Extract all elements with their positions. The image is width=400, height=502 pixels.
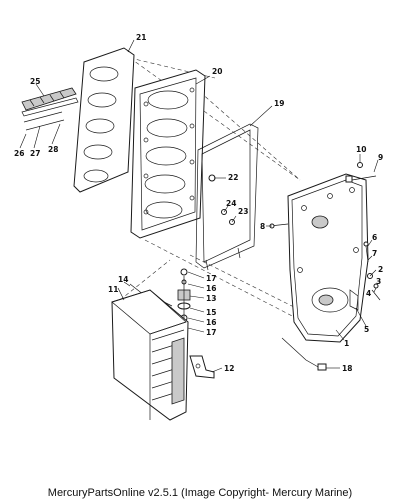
callout-24: 24	[226, 199, 236, 208]
callout-19: 19	[274, 99, 284, 108]
callout-23: 23	[238, 207, 248, 216]
part-11-control-module	[111, 289, 189, 421]
callout-28: 28	[48, 145, 58, 154]
callout-10: 10	[356, 145, 366, 154]
callout-4: 4	[366, 289, 371, 298]
part-9-10-bolt	[345, 162, 377, 183]
callout-20: 20	[212, 67, 222, 76]
callout-7: 7	[372, 249, 377, 258]
callout-13: 13	[206, 294, 216, 303]
callout-16-top: 16	[206, 284, 216, 293]
callout-11: 11	[108, 285, 118, 294]
callout-27: 27	[30, 149, 40, 158]
part-12-bracket	[189, 355, 215, 379]
part-21-gasket-plate	[73, 47, 135, 193]
callout-16-bottom: 16	[206, 318, 216, 327]
callout-22: 22	[228, 173, 238, 182]
callout-25: 25	[30, 77, 40, 86]
callout-17-second: 17	[206, 328, 216, 337]
part-19-gasket	[195, 123, 259, 271]
image-caption: MercuryPartsOnline v2.5.1 (Image Copyrig…	[47, 487, 353, 499]
callout-14: 14	[118, 275, 128, 284]
part-1-housing	[287, 173, 369, 343]
callout-18: 18	[342, 364, 352, 373]
part-25-reed-block	[21, 87, 79, 131]
part-18-hose	[281, 337, 327, 371]
callout-17-top: 17	[206, 274, 216, 283]
callout-15: 15	[206, 308, 216, 317]
callout-9: 9	[378, 153, 383, 162]
callout-12: 12	[224, 364, 234, 373]
callout-8: 8	[260, 222, 265, 231]
callout-26: 26	[14, 149, 24, 158]
callout-2: 2	[378, 265, 383, 274]
callouts: 21 20 19 25 26 27 28 22 24 23 8 10 9 6 7…	[14, 33, 383, 373]
leader-lines	[19, 39, 379, 373]
part-20-cover-plate	[130, 69, 206, 239]
callout-6: 6	[372, 233, 377, 242]
part-8-bolt	[269, 223, 289, 229]
callout-5: 5	[364, 325, 369, 334]
callout-3: 3	[376, 277, 381, 286]
exploded-parts-diagram: 21 20 19 25 26 27 28 22 24 23 8 10 9 6 7…	[14, 33, 383, 421]
callout-1: 1	[344, 339, 349, 348]
callout-21: 21	[136, 33, 146, 42]
